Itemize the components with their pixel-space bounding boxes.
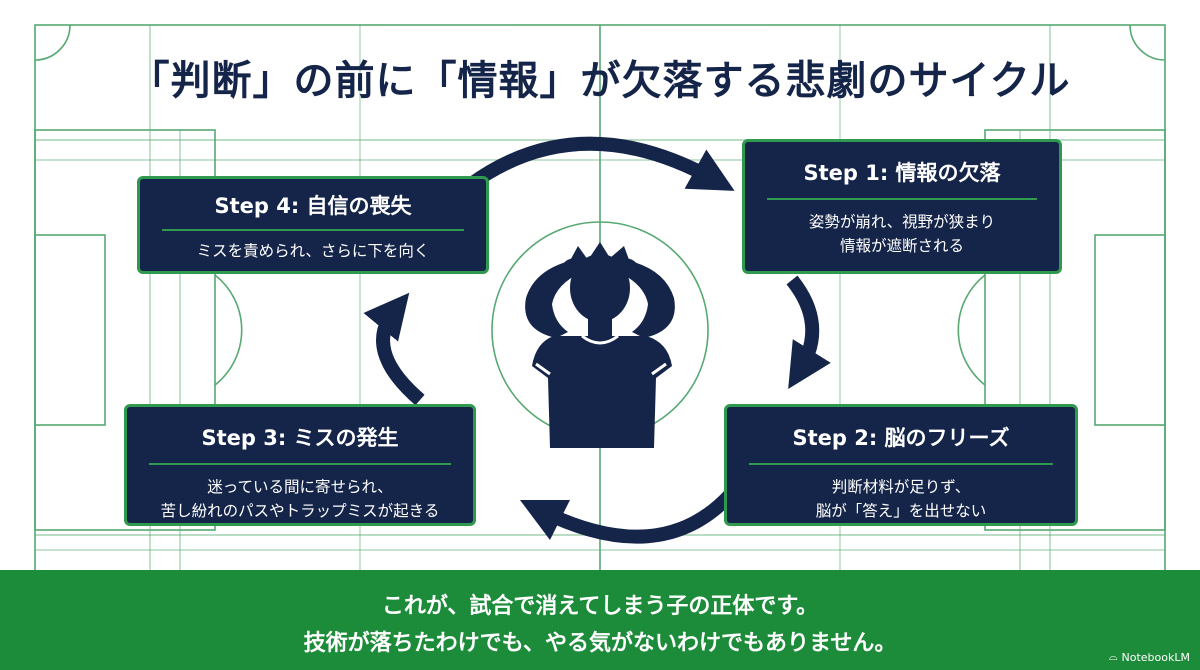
step-2-title: Step 2: 脳のフリーズ (792, 426, 1010, 450)
step-1-box: Step 1: 情報の欠落 姿勢が崩れ、視野が狭まり 情報が遮断される (742, 139, 1062, 274)
step-2-divider (749, 463, 1053, 465)
frustrated-player-icon (525, 242, 675, 448)
step-3-divider (149, 463, 451, 465)
slide-title: 「判断」の前に「情報」が欠落する悲劇のサイクル (129, 58, 1071, 104)
step-2-box: Step 2: 脳のフリーズ 判断材料が足りず、 脳が「答え」を出せない (724, 404, 1078, 526)
step-1-divider (767, 198, 1037, 200)
footer-line-2: 技術が落ちたわけでも、やる気がないわけでもありません。 (303, 631, 897, 656)
footer-line-1: これが、試合で消えてしまう子の正体です。 (381, 594, 819, 619)
notebooklm-icon: ⌓ (1108, 650, 1118, 663)
step-4-line-1: ミスを責められ、さらに下を向く (196, 242, 430, 260)
notebooklm-badge: ⌓ NotebookLM (1109, 650, 1190, 664)
step-1-title: Step 1: 情報の欠落 (803, 161, 1001, 185)
step-3-box: Step 3: ミスの発生 迷っている間に寄せられ、 苦し紛れのパスやトラップミ… (124, 404, 476, 526)
notebooklm-label: NotebookLM (1121, 650, 1190, 664)
step-4-box: Step 4: 自信の喪失 ミスを責められ、さらに下を向く (137, 176, 489, 274)
step-1-line-1: 姿勢が崩れ、視野が狭まり (808, 213, 996, 231)
step-2-line-2: 脳が「答え」を出せない (815, 502, 987, 520)
step-4-divider (162, 229, 464, 231)
step-3-line-2: 苦し紛れのパスやトラップミスが起きる (160, 502, 440, 520)
step-2-line-1: 判断材料が足りず、 (831, 478, 971, 496)
step-3-line-1: 迷っている間に寄せられ、 (207, 478, 393, 496)
step-1-line-2: 情報が遮断される (839, 237, 964, 255)
step-4-title: Step 4: 自信の喪失 (214, 194, 412, 218)
step-3-title: Step 3: ミスの発生 (201, 426, 399, 450)
footer-banner: これが、試合で消えてしまう子の正体です。 技術が落ちたわけでも、やる気がないわけ… (0, 570, 1200, 670)
